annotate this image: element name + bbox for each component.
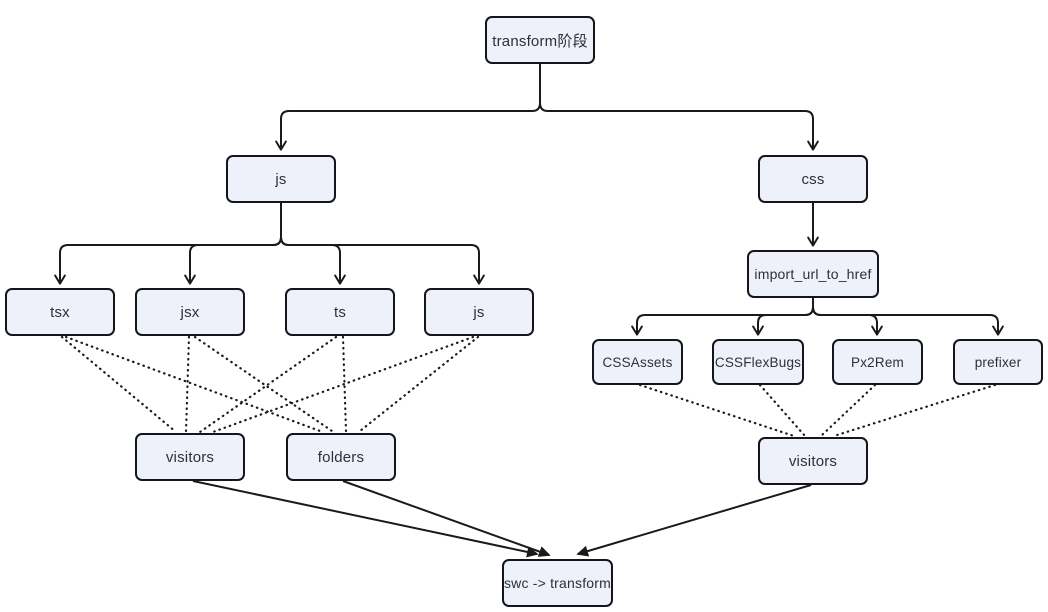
edge-js-leaf-to-visitors (211, 335, 475, 434)
edge-import-to-prefixer (812, 298, 1004, 336)
node-js-leaf: js (424, 288, 534, 336)
edge-jsx-to-visitors (184, 335, 191, 434)
edge-visitors-css-to-swc (576, 484, 812, 557)
node-js-branch: js (226, 155, 336, 203)
edge-visitors-js-to-swc (192, 480, 539, 558)
node-visitors-js: visitors (135, 433, 245, 481)
node-swc-transform: swc -> transform (502, 559, 613, 607)
edge-transform-to-css (539, 64, 819, 151)
edge-js-leaf-to-folders (358, 335, 480, 433)
node-ts: ts (285, 288, 395, 336)
node-tsx: tsx (5, 288, 115, 336)
node-cssassets: CSSAssets (592, 339, 683, 385)
edge-ts-to-visitors (198, 335, 338, 434)
edge-jsx-to-folders (193, 335, 334, 433)
edge-px2rem-to-visitors (819, 383, 877, 438)
edge-prefixer-to-visitors (832, 383, 997, 438)
node-import-url-to-href: import_url_to_href (747, 250, 879, 298)
edge-js-to-js-leaf (280, 203, 485, 285)
node-prefixer: prefixer (953, 339, 1043, 385)
edge-js-to-ts (280, 203, 346, 285)
node-transform-stage: transform阶段 (485, 16, 595, 64)
node-px2rem: Px2Rem (832, 339, 923, 385)
edge-cssflexbugs-to-visitors (758, 383, 807, 438)
edge-cssassets-to-visitors (638, 383, 796, 438)
node-cssflexbugs: CSSFlexBugs (712, 339, 804, 385)
edge-tsx-to-folders (64, 335, 322, 433)
node-jsx: jsx (135, 288, 245, 336)
node-visitors-css: visitors (758, 437, 868, 485)
edge-import-to-cssflexbugs (752, 298, 814, 336)
edge-transform-to-js (275, 64, 541, 151)
node-css-branch: css (758, 155, 868, 203)
edge-ts-to-folders (341, 335, 348, 433)
node-folders: folders (286, 433, 396, 481)
edge-tsx-to-visitors (60, 335, 178, 434)
edge-folders-to-swc (342, 480, 551, 557)
edge-js-to-tsx (54, 203, 282, 285)
edge-js-to-jsx (184, 203, 282, 285)
